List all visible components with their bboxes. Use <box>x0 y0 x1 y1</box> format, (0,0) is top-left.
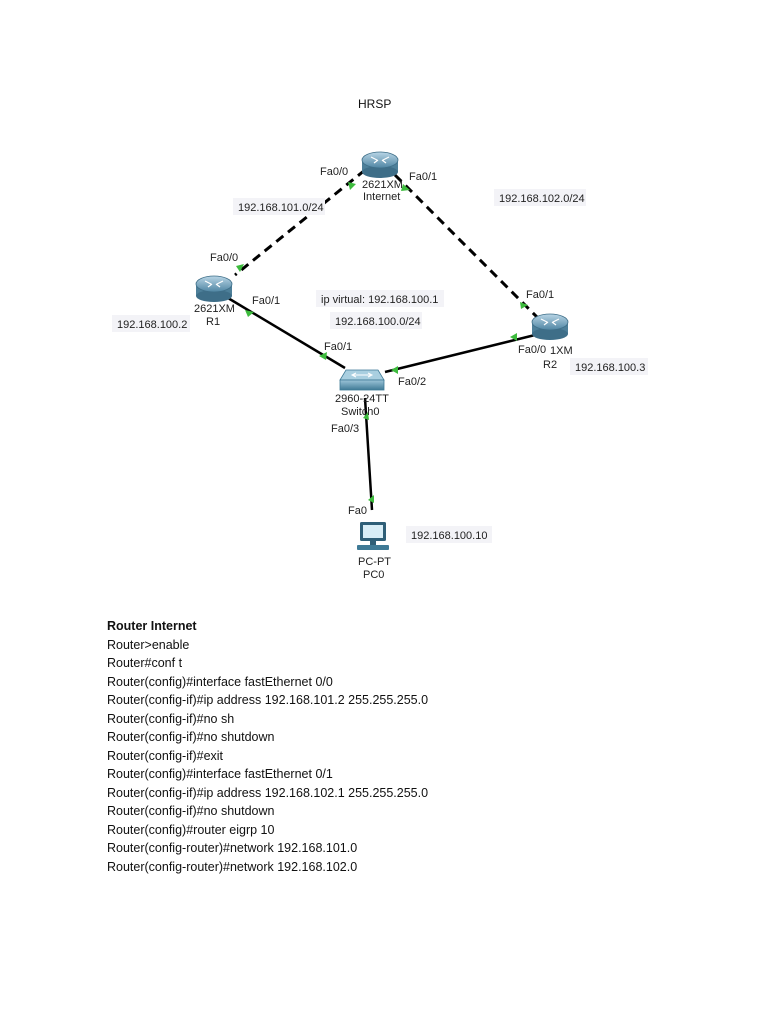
link-internet-r1 <box>234 168 366 277</box>
pc-name: PC0 <box>363 569 384 581</box>
indicator-switch-fa03 <box>363 412 369 420</box>
port-internet-fa01: Fa0/1 <box>409 171 437 183</box>
switch0[interactable]: 2960-24TT Switch0 <box>335 369 389 418</box>
config-line: Router(config)#router eigrp 10 <box>107 822 275 837</box>
virtual-ip-label: ip virtual: 192.168.100.1 <box>321 294 438 306</box>
config-line: Router(config-if)#ip address 192.168.101… <box>107 693 429 707</box>
links <box>227 168 542 511</box>
config-line: Router(config)#interface fastEthernet 0/… <box>107 674 333 689</box>
port-r2-fa01: Fa0/1 <box>526 289 554 301</box>
config-line: Router(config-if)#exit <box>107 748 224 763</box>
router-config: Router Internet Router>enable Router#con… <box>107 617 667 876</box>
indicator-switch-fa02 <box>391 366 398 374</box>
pc-model: PC-PT <box>358 556 391 568</box>
network-labels: 192.168.101.0/24 192.168.102.0/24 ip vir… <box>112 189 648 543</box>
router-icon <box>531 313 569 340</box>
pc-icon <box>357 522 389 550</box>
router-r2-model: 1XM <box>550 345 573 357</box>
config-line: Router(config-if)#no shutdown <box>107 730 275 744</box>
indicator-r1-fa01 <box>245 310 254 317</box>
pc0[interactable]: PC-PT PC0 <box>357 522 391 581</box>
port-switch-fa01: Fa0/1 <box>324 341 352 353</box>
router-internet[interactable]: 2621XM Internet <box>361 151 403 203</box>
config-line: Router(config-router)#network 192.168.10… <box>107 859 358 874</box>
router-r2[interactable]: 1XM R2 <box>531 313 573 371</box>
port-internet-fa00: Fa0/0 <box>320 166 348 178</box>
indicator-internet-fa01 <box>401 184 410 191</box>
switch-model: 2960-24TT <box>335 393 389 405</box>
router-r2-name: R2 <box>543 359 557 371</box>
indicator-r2-fa01 <box>520 302 528 309</box>
r2-ip-label: 192.168.100.3 <box>575 362 645 374</box>
net-100-label: 192.168.100.0/24 <box>335 316 421 328</box>
net-101-label: 192.168.101.0/24 <box>238 202 324 214</box>
config-line: Router#conf t <box>107 656 183 670</box>
port-r1-fa01: Fa0/1 <box>252 295 280 307</box>
router-internet-model: 2621XM <box>362 179 403 191</box>
pc-ip-label: 192.168.100.10 <box>411 530 487 542</box>
diagram-title: HRSP <box>358 97 391 111</box>
indicator-pc-fa0 <box>368 495 374 503</box>
network-diagram: HRSP 2621XM Internet <box>112 97 648 581</box>
link-internet-r2 <box>393 173 542 322</box>
port-switch-fa02: Fa0/2 <box>398 376 426 388</box>
router-r1-name: R1 <box>206 316 220 328</box>
switch-icon <box>339 369 385 391</box>
port-pc-fa0: Fa0 <box>348 505 367 517</box>
r1-ip-label: 192.168.100.2 <box>117 319 187 331</box>
router-internet-name: Internet <box>363 191 400 203</box>
config-line: Router(config-if)#no sh <box>107 711 235 726</box>
indicator-r1-fa00 <box>236 264 244 272</box>
switch-name: Switch0 <box>341 406 380 418</box>
net-102-label: 192.168.102.0/24 <box>499 193 585 205</box>
link-switch-r2 <box>384 333 536 374</box>
router-icon <box>361 151 399 178</box>
link-indicators <box>236 182 528 503</box>
config-line: Router(config-if)#ip address 192.168.102… <box>107 785 429 800</box>
router-r1[interactable]: 2621XM R1 <box>194 275 235 328</box>
indicator-switch-fa01 <box>319 352 327 360</box>
config-line: Router(config-if)#no shutdown <box>107 804 275 818</box>
port-switch-fa03: Fa0/3 <box>331 423 359 435</box>
router-r1-model: 2621XM <box>194 303 235 315</box>
indicator-internet-fa00 <box>348 182 356 190</box>
config-line: Router(config-router)#network 192.168.10… <box>107 841 358 855</box>
indicator-r2-fa00 <box>510 333 517 341</box>
router-icon <box>195 275 233 302</box>
port-labels: Fa0/0 Fa0/1 Fa0/0 Fa0/1 Fa0/1 Fa0/0 Fa0/… <box>210 166 554 517</box>
config-heading: Router Internet <box>107 619 197 633</box>
port-r1-fa00: Fa0/0 <box>210 252 238 264</box>
link-r1-switch <box>227 296 346 370</box>
config-line: Router>enable <box>107 637 190 652</box>
port-r2-fa00: Fa0/0 <box>518 344 546 356</box>
config-line: Router(config)#interface fastEthernet 0/… <box>107 767 333 781</box>
